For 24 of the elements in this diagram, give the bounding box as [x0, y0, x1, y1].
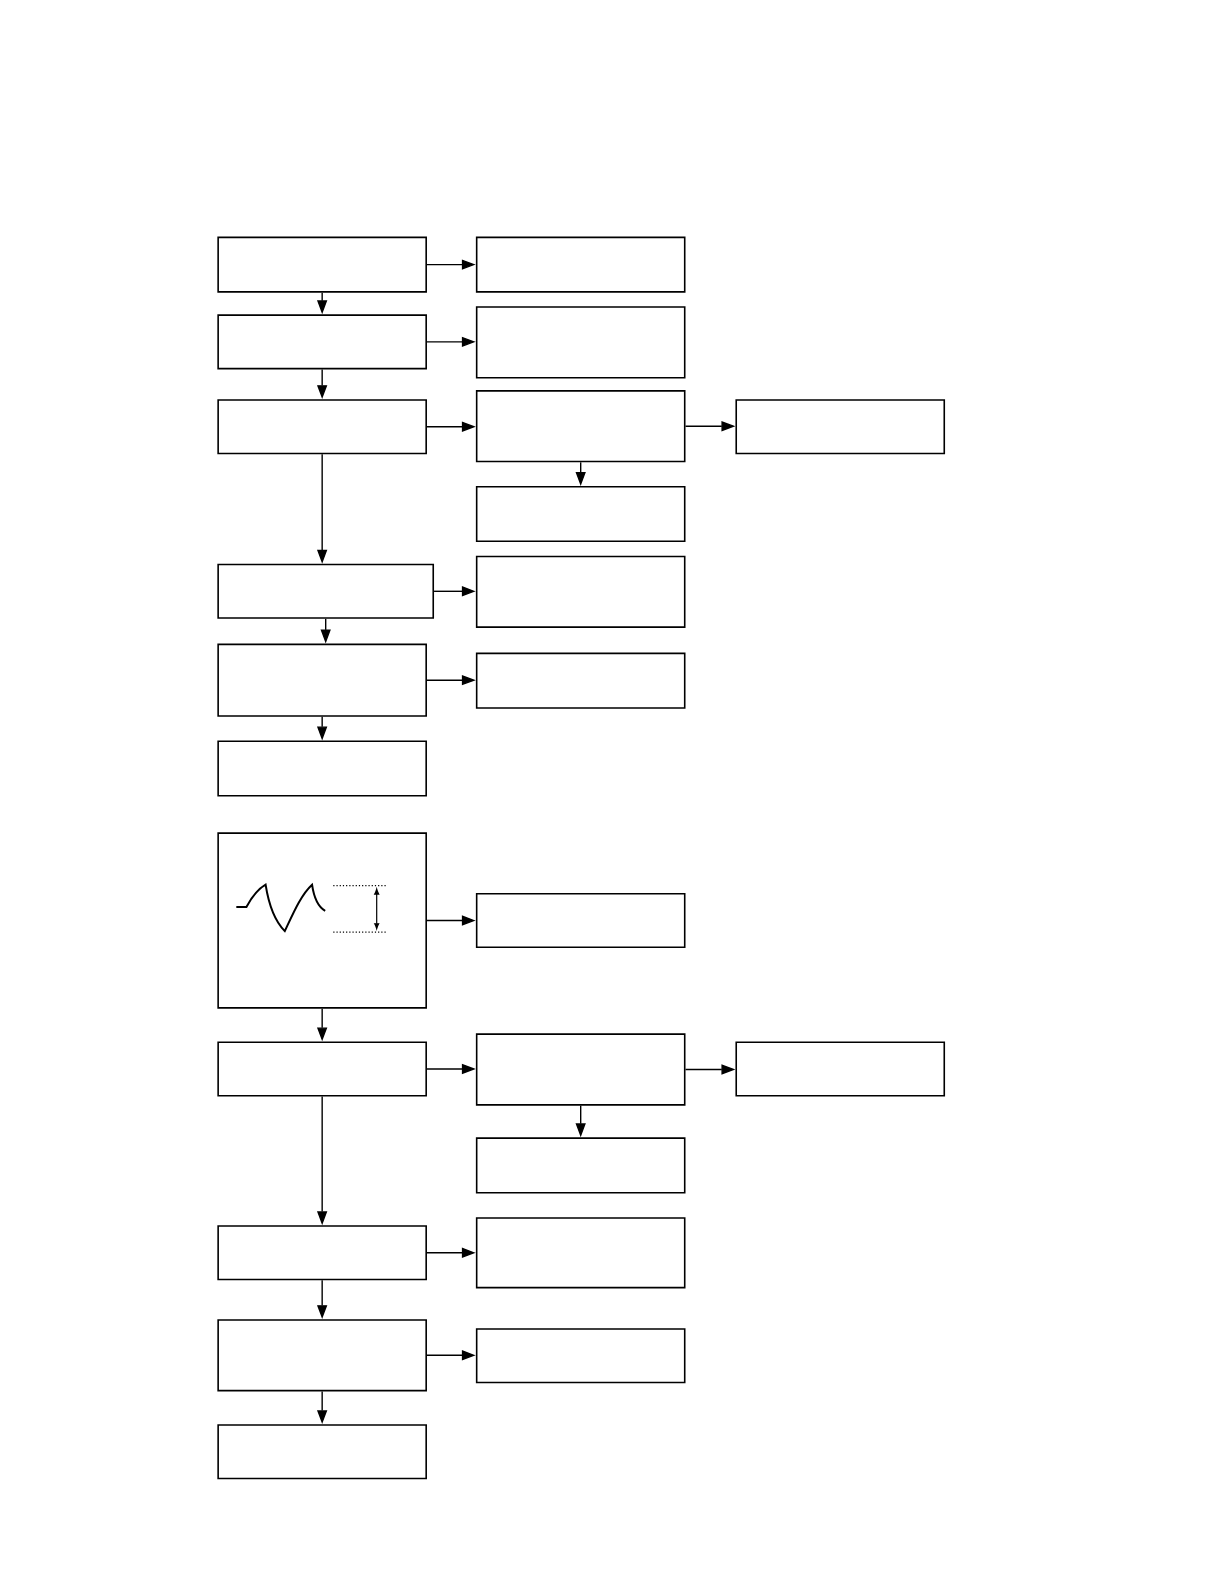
block-box: [217, 1424, 427, 1480]
block-box: [475, 1033, 686, 1106]
block-box: [475, 236, 686, 293]
block-box: [735, 1041, 946, 1097]
block-box: [475, 306, 686, 379]
block-box: [217, 1225, 427, 1281]
block-box: [217, 399, 427, 455]
block-box: [217, 1319, 427, 1392]
block-box: [217, 563, 435, 619]
block-box: [475, 555, 686, 628]
block-box: [475, 1217, 686, 1289]
block-box: [217, 236, 427, 293]
block-box: [475, 1328, 686, 1384]
block-box: [475, 892, 686, 949]
block-box: [217, 740, 427, 797]
block-box: [217, 314, 427, 370]
block-box: [475, 1137, 686, 1194]
block-box: [475, 390, 686, 463]
block-box: [217, 832, 427, 1009]
block-box: [217, 1041, 427, 1097]
block-box: [735, 399, 946, 455]
block-box: [475, 652, 686, 709]
block-box: [217, 643, 427, 717]
block-box: [475, 485, 686, 543]
